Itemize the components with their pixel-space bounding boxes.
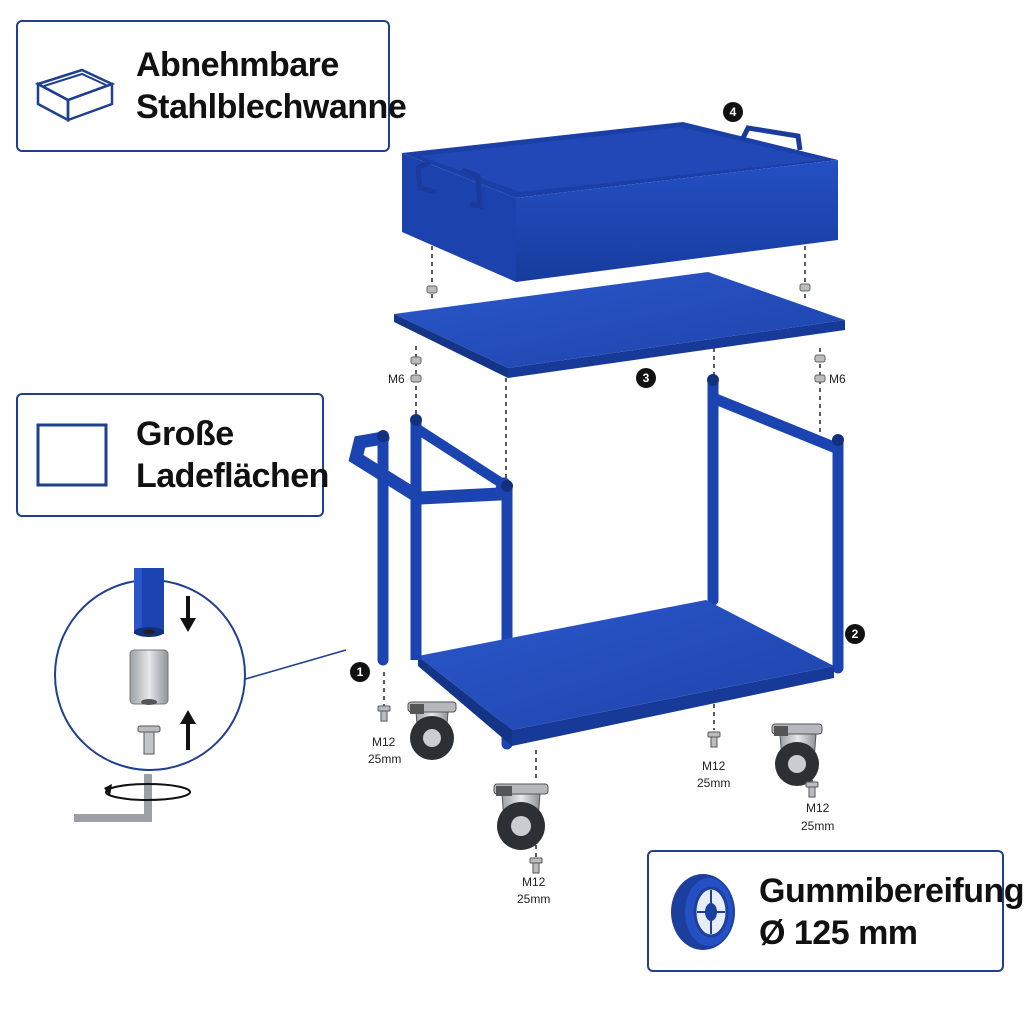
m6-nuts bbox=[410, 283, 826, 383]
label-m6-right: M6 bbox=[829, 372, 846, 386]
casters bbox=[407, 701, 823, 850]
callout-tray-line1: Abnehmbare bbox=[136, 46, 339, 84]
callout-tyre-line1: Gummibereifung bbox=[759, 872, 1024, 910]
m12-bolts bbox=[377, 705, 819, 874]
callout-tyre-text: Gummibereifung Ø 125 mm bbox=[759, 870, 1024, 954]
hardware-labels: M6 M6 M12 25mm M12 25mm M12 25mm M12 25m… bbox=[368, 372, 846, 906]
label-25mm-a: 25mm bbox=[368, 752, 401, 766]
caster-front-left bbox=[407, 701, 457, 760]
label-25mm-b: 25mm bbox=[697, 776, 730, 790]
caster-front-right bbox=[493, 783, 549, 850]
svg-text:1: 1 bbox=[357, 665, 364, 679]
svg-text:4: 4 bbox=[730, 105, 737, 119]
bolt bbox=[137, 725, 161, 733]
step-badge-2 bbox=[845, 624, 865, 644]
rectangle-outline-icon bbox=[36, 423, 108, 487]
callout-tray-line2: Stahlblechwanne bbox=[136, 88, 407, 126]
callout-tyre-line2: Ø 125 mm bbox=[759, 914, 918, 952]
step-badge-3 bbox=[636, 368, 656, 388]
step-badges: 1 2 3 4 bbox=[350, 102, 865, 682]
step-badge-4 bbox=[723, 102, 743, 122]
rotate-arrow-icon bbox=[105, 783, 191, 801]
callout-area-line1: Große bbox=[136, 415, 234, 453]
callout-steel-tray: Abnehmbare Stahlblechwanne bbox=[16, 20, 407, 152]
threaded-insert bbox=[129, 649, 169, 705]
label-m12-d: M12 bbox=[522, 875, 546, 889]
hex-key-icon bbox=[74, 774, 152, 822]
callout-large-area: Große Ladeflächen bbox=[16, 393, 329, 517]
callout-area-line2: Ladeflächen bbox=[136, 457, 329, 495]
detail-zoom bbox=[54, 568, 347, 822]
svg-text:2: 2 bbox=[852, 627, 859, 641]
label-m12-a: M12 bbox=[372, 735, 396, 749]
label-m6-left: M6 bbox=[388, 372, 405, 386]
top-shelf bbox=[394, 272, 845, 378]
callout-tray-text: Abnehmbare Stahlblechwanne bbox=[136, 44, 407, 128]
wheel-icon bbox=[671, 874, 735, 950]
label-m12-b: M12 bbox=[702, 759, 726, 773]
callout-area-text: Große Ladeflächen bbox=[136, 413, 329, 497]
svg-text:3: 3 bbox=[643, 371, 650, 385]
steel-tray bbox=[402, 122, 838, 282]
step-badge-1 bbox=[350, 662, 370, 682]
callout-rubber-tyres: Gummibereifung Ø 125 mm bbox=[647, 850, 1024, 972]
label-25mm-d: 25mm bbox=[517, 892, 550, 906]
label-m12-c: M12 bbox=[806, 801, 830, 815]
caster-rear-right bbox=[771, 723, 823, 786]
tray-outline-icon bbox=[34, 68, 116, 123]
bottom-shelf bbox=[410, 600, 834, 746]
label-25mm-c: 25mm bbox=[801, 819, 834, 833]
